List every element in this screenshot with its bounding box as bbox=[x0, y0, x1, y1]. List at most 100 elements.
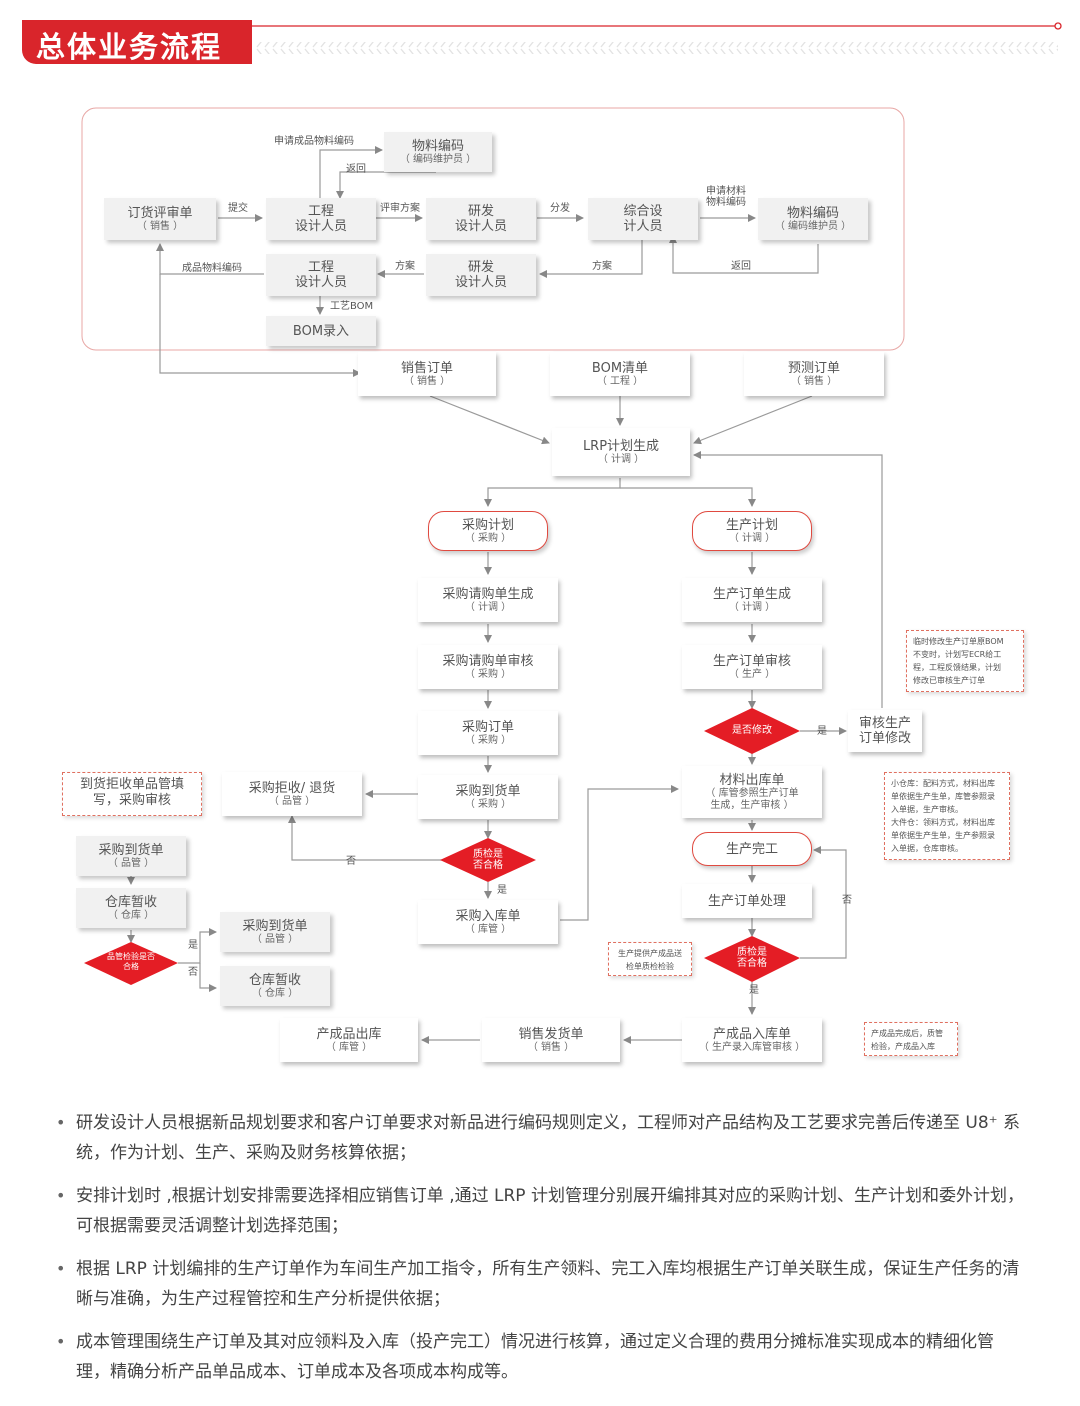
lrp-title: LRP计划生成 bbox=[582, 438, 660, 454]
left-yes-label: 是 bbox=[188, 940, 198, 951]
production-order-gen-title: 生产订单生成 bbox=[712, 586, 791, 602]
description-item: 安排计划时 ,根据计划安排需要选择相应销售订单 ,通过 LRP 计划管理分别展开… bbox=[56, 1181, 1026, 1241]
production-order-gen-box: 生产订单生成 （ 计调 ） bbox=[682, 578, 822, 622]
purchase-arrival-box: 采购到货单 （ 采购 ） bbox=[418, 775, 558, 819]
eng-designer-box-1: 工程 设计人员 bbox=[266, 198, 376, 240]
order-review-title: 订货评审单 bbox=[127, 205, 193, 221]
production-order-process-title: 生产订单处理 bbox=[707, 893, 786, 909]
purchase-order-box: 采购订单 （ 采购 ） bbox=[418, 711, 558, 755]
purchase-order-sub: （ 采购 ） bbox=[464, 734, 512, 746]
reject-note: 到货拒收单品管填 写，采购审核 bbox=[62, 772, 202, 816]
production-plan-sub: （ 计调 ） bbox=[728, 532, 776, 544]
sales-order-title: 销售订单 bbox=[400, 360, 453, 376]
forecast-order-sub: （ 销售 ） bbox=[790, 375, 838, 387]
order-review-box: 订货评审单 （ 销售 ） bbox=[104, 198, 216, 240]
purchase-order-title: 采购订单 bbox=[461, 719, 514, 735]
rnd-designer-box-1: 研发 设计人员 bbox=[426, 198, 536, 240]
label-review-plan: 评审方案 bbox=[380, 203, 420, 214]
material-code-top-title: 物料编码 bbox=[411, 138, 464, 154]
purchase-no-label: 否 bbox=[346, 856, 356, 867]
left-temp-store2-box: 仓库暂收 （ 仓库 ） bbox=[220, 966, 330, 1006]
material-out-sub: （ 库管参照生产订单 生成，生产审核 ） bbox=[705, 787, 799, 811]
rnd-designer-title-2: 研发 设计人员 bbox=[454, 260, 507, 290]
material-out-title: 材料出库单 bbox=[719, 772, 785, 788]
label-submit: 提交 bbox=[228, 203, 248, 214]
purchase-plan-pill: 采购计划 （ 采购 ） bbox=[428, 511, 548, 551]
production-yes-label: 是 bbox=[749, 985, 759, 996]
production-complete-pill: 生产完工 bbox=[692, 832, 812, 866]
label-plan-right: 方案 bbox=[592, 261, 612, 272]
left-temp-store2-title: 仓库暂收 bbox=[248, 972, 301, 988]
description-item: 研发设计人员根据新品规划要求和客户订单要求对新品进行编码规则定义，工程师对产品结… bbox=[56, 1108, 1026, 1168]
left-temp-store-title: 仓库暂收 bbox=[104, 894, 157, 910]
purchase-plan-title: 采购计划 bbox=[461, 517, 514, 533]
composite-designer-box: 综合设 计人员 bbox=[588, 198, 698, 240]
description-item: 成本管理围绕生产订单及其对应领料及入库（投产完工）情况进行核算，通过定义合理的费… bbox=[56, 1327, 1026, 1387]
production-order-review-title: 生产订单审核 bbox=[712, 653, 791, 669]
header-decoration bbox=[252, 22, 1062, 54]
sales-ship-box: 销售发货单 （ 销售 ） bbox=[482, 1018, 620, 1062]
left-temp-store-box: 仓库暂收 （ 仓库 ） bbox=[76, 888, 186, 928]
modify-text: 是否修改 bbox=[732, 725, 772, 736]
header: 总体业务流程 bbox=[0, 0, 1080, 70]
sales-ship-sub: （ 销售 ） bbox=[527, 1041, 575, 1053]
purchase-req-gen-box: 采购请购单生成 （ 计调 ） bbox=[418, 578, 558, 622]
page-title: 总体业务流程 bbox=[36, 30, 223, 64]
fg-complete-note-text: 产成品完成后，质管 检验，产成品入库 bbox=[871, 1029, 943, 1051]
material-code-box-top: 物料编码 （ 编码维护员 ） bbox=[384, 132, 492, 172]
left-arrival2-box: 采购到货单 （ 品管 ） bbox=[220, 912, 330, 952]
production-plan-pill: 生产计划 （ 计调 ） bbox=[692, 511, 812, 551]
bom-entry-title: BOM录入 bbox=[292, 323, 350, 339]
bom-change-note-text: 临时修改生产订单原BOM 不变时，计划写ECR给工 程，工程反馈结果，计划 修改… bbox=[913, 637, 1004, 685]
left-no-label: 否 bbox=[188, 967, 198, 978]
eng-designer-box-2: 工程 设计人员 bbox=[266, 254, 376, 296]
forecast-order-box: 预测订单 （ 销售 ） bbox=[744, 352, 884, 396]
purchase-reject-box: 采购拒收/ 退货 （ 品管 ） bbox=[222, 772, 362, 816]
fg-complete-note: 产成品完成后，质管 检验，产成品入库 bbox=[864, 1022, 958, 1056]
sales-ship-title: 销售发货单 bbox=[518, 1026, 584, 1042]
store-mode-note: 小仓库：配料方式，材料出库 单依据生产生单，库管参照录 入单据，生产审核。 大件… bbox=[884, 772, 1010, 860]
sales-order-sub: （ 销售 ） bbox=[403, 375, 451, 387]
label-return-top: 返回 bbox=[346, 164, 366, 175]
rnd-designer-title-1: 研发 设计人员 bbox=[454, 204, 507, 234]
bom-list-box: BOM清单 （ 工程 ） bbox=[550, 352, 690, 396]
material-out-box: 材料出库单 （ 库管参照生产订单 生成，生产审核 ） bbox=[682, 766, 822, 818]
purchase-req-gen-title: 采购请购单生成 bbox=[442, 586, 534, 602]
left-temp-store2-sub: （ 仓库 ） bbox=[251, 987, 299, 999]
lrp-box: LRP计划生成 （ 计调 ） bbox=[552, 428, 690, 476]
label-apply-fg-code: 申请成品物料编码 bbox=[274, 136, 354, 147]
label-apply-mat-code: 申请材料 物料编码 bbox=[706, 186, 746, 208]
eng-designer-title-2: 工程 设计人员 bbox=[294, 260, 347, 290]
rnd-designer-box-2: 研发 设计人员 bbox=[426, 254, 536, 296]
left-arrival-box: 采购到货单 （ 品管 ） bbox=[76, 836, 186, 876]
purchase-arrival-title: 采购到货单 bbox=[455, 783, 521, 799]
purchase-req-review-sub: （ 采购 ） bbox=[464, 668, 512, 680]
sales-order-box: 销售订单 （ 销售 ） bbox=[358, 352, 496, 396]
production-no-label: 否 bbox=[842, 895, 852, 906]
label-fg-code: 成品物料编码 bbox=[182, 263, 242, 274]
fg-inbound-sub: （ 生产录入库管审核 ） bbox=[698, 1041, 806, 1053]
production-plan-title: 生产计划 bbox=[725, 517, 778, 533]
rnd-region-frame bbox=[81, 107, 905, 351]
flow-connectors bbox=[81, 107, 905, 1044]
left-arrival2-sub: （ 品管 ） bbox=[251, 933, 299, 945]
material-code-top-sub: （ 编码维护员 ） bbox=[399, 153, 477, 165]
purchase-qc-text: 质检是 否合格 bbox=[473, 849, 503, 871]
purchase-inbound-sub: （ 库管 ） bbox=[464, 923, 512, 935]
label-process-bom: 工艺BOM bbox=[330, 301, 374, 312]
purchase-qc-diamond bbox=[440, 838, 536, 882]
label-plan-mid: 方案 bbox=[395, 261, 415, 272]
description-item: 根据 LRP 计划编排的生产订单作为车间生产加工指令，所有生产领料、完工入库均根… bbox=[56, 1254, 1026, 1314]
material-code-right-sub: （ 编码维护员 ） bbox=[774, 220, 852, 232]
production-complete-title: 生产完工 bbox=[725, 841, 778, 857]
fg-inbound-title: 产成品入库单 bbox=[712, 1026, 791, 1042]
bom-list-title: BOM清单 bbox=[591, 360, 649, 376]
review-modify-title: 审核生产 订单修改 bbox=[858, 716, 911, 746]
left-arrival-title: 采购到货单 bbox=[98, 842, 164, 858]
purchase-req-review-box: 采购请购单审核 （ 采购 ） bbox=[418, 645, 558, 689]
bom-entry-box: BOM录入 bbox=[266, 316, 376, 346]
production-order-gen-sub: （ 计调 ） bbox=[728, 601, 776, 613]
modify-yes-label: 是 bbox=[817, 726, 827, 737]
forecast-order-title: 预测订单 bbox=[787, 360, 840, 376]
purchase-inbound-title: 采购入库单 bbox=[455, 908, 521, 924]
